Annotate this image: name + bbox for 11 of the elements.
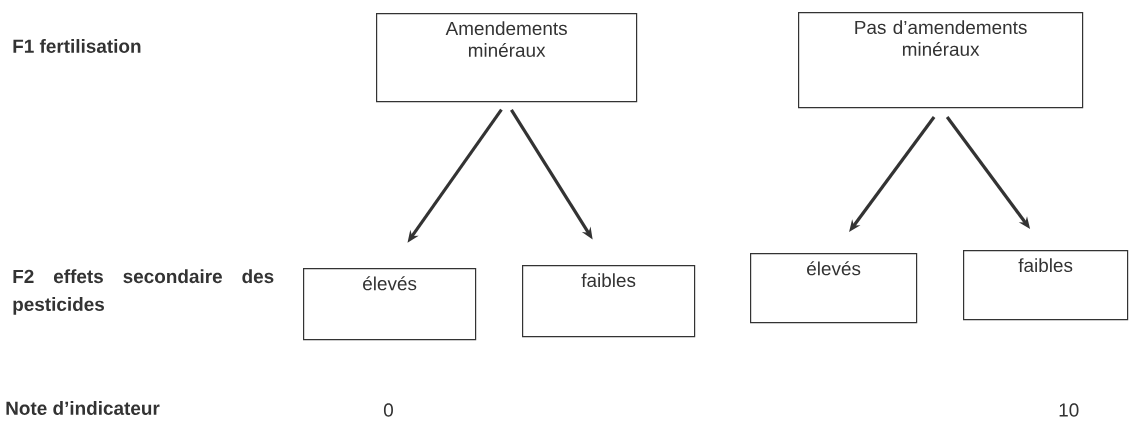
row-label: F2 effets secondaire des pesticides bbox=[13, 269, 274, 315]
row-label: F1 fertilisation bbox=[13, 39, 141, 53]
row-label: 10 bbox=[1059, 403, 1079, 417]
box: Amendements minéraux bbox=[376, 13, 638, 103]
box: élevés bbox=[303, 268, 477, 341]
row-label: Note d’indicateur bbox=[6, 401, 160, 415]
box: faibles bbox=[522, 265, 696, 338]
box: Pas d’amendements minéraux bbox=[798, 12, 1084, 109]
row-label: 0 bbox=[383, 403, 393, 417]
box: faibles bbox=[963, 250, 1129, 321]
box: élevés bbox=[750, 253, 918, 324]
